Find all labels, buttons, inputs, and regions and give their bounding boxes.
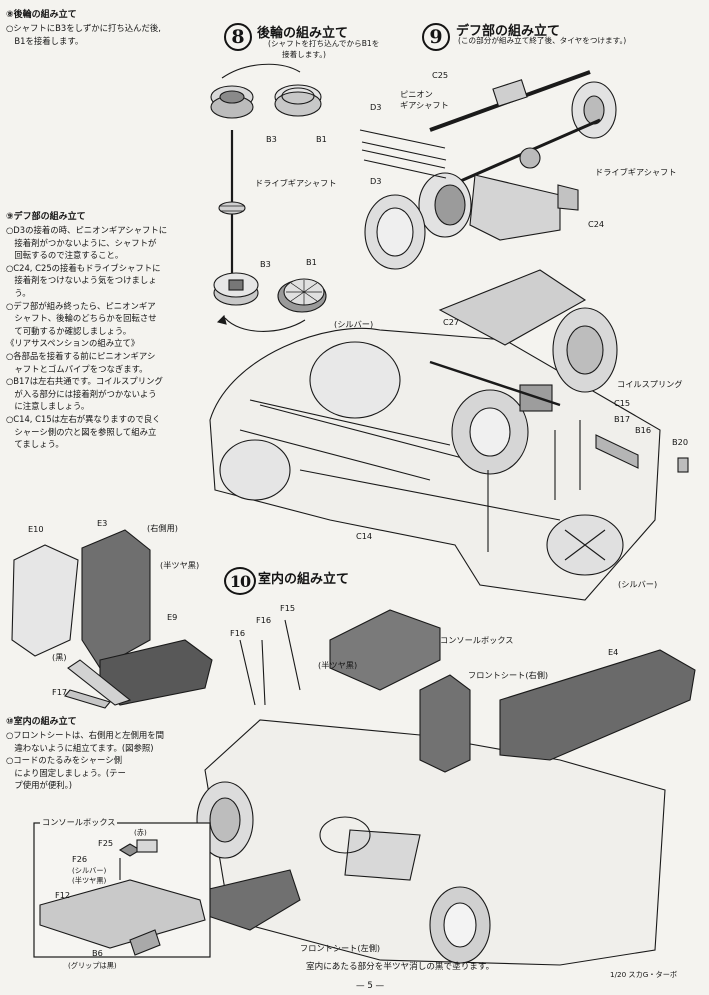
part-label-drive-shaft: ドライブギアシャフト: [595, 167, 677, 177]
paint-label-silver: (シルバー): [618, 579, 658, 589]
step9-note-line: 《リアサスペンションの組み立て》: [6, 338, 140, 349]
step9-diff-diagram: [359, 70, 617, 270]
step10-note-line: ○フロントシートは、右側用と左側用を間: [6, 730, 165, 740]
part-label-b3: B3: [266, 134, 277, 144]
paint-label-black: (黒): [52, 652, 67, 662]
step10-note-line: プ使用が便利。): [6, 780, 73, 791]
part-label-front-seat-right: フロントシート(右側): [468, 670, 549, 680]
step8-notes-title: ⑧後輪の組み立て: [6, 10, 77, 20]
paint-label-grip: (グリップは黒): [68, 961, 117, 970]
console-inset-title: コンソールボックス: [40, 816, 118, 828]
step8-subtitle: 接着します。): [282, 50, 326, 59]
step8-wheel-diagram: [210, 63, 327, 332]
part-label-b1: B1: [306, 257, 317, 267]
part-label-console-box: コンソールボックス: [440, 635, 514, 645]
step10-note-line: ○コードのたるみをシャーシ側: [6, 755, 123, 766]
step8-number: 8: [224, 23, 252, 51]
step9-note-line: 接着剤をつけないよう気をつけましょ: [6, 275, 157, 286]
part-label-b20: B20: [672, 437, 689, 447]
part-label-d3: D3: [370, 102, 382, 112]
paint-label-semi-gloss: (半ツヤ黒): [72, 876, 107, 885]
step9-note-line: ○C14, C15は左右が異なりますので良く: [6, 413, 161, 424]
step9-notes: ⑨デフ部の組み立て ○D3の接着の時、ピニオンギアシャフトに 接着剤がつかないよ…: [6, 211, 167, 451]
step9-note-line: に注意しましょう。: [6, 401, 90, 412]
part-label-e9: E9: [167, 612, 178, 622]
part-label-c27: C27: [443, 317, 460, 327]
step9-note-line: シャフト、後輪のどちらかを回転させ: [6, 313, 157, 324]
footer-paint-note: 室内にあたる部分を半ツヤ消しの黒で塗ります。: [306, 962, 495, 972]
part-label-drive-shaft: ドライブギアシャフト: [255, 178, 337, 188]
chassis-underside-diagram: [209, 269, 689, 601]
part-label-f16: F16: [256, 615, 272, 625]
part-label-d3: D3: [370, 176, 382, 186]
step9-note-line: ○D3の接着の時、ピニオンギアシャフトに: [6, 225, 168, 235]
step8-title: 後輪の組み立て: [257, 26, 349, 41]
step9-note-line: シャーシ側の穴と図を参照して組み立: [6, 426, 157, 437]
step9-note-line: ○各部品を接着する前にピニオンギアシ: [6, 350, 156, 361]
step9-note-line: ○デフ部が組み終ったら、ピニオンギア: [6, 300, 156, 311]
part-label-f17: F17: [52, 687, 68, 697]
step10-title: 室内の組み立て: [258, 572, 350, 587]
step8-subtitle: (シャフトを打ち込んでからB1を: [268, 39, 380, 48]
step10-note-line: 違わないように組立てます。(図参照): [6, 742, 154, 753]
step10-notes-title: ⑩室内の組み立て: [6, 717, 77, 727]
step9-note-line: 回転するので注意すること。: [6, 250, 124, 261]
step9-note-line: う。: [6, 287, 31, 298]
part-label-b1: B1: [316, 134, 327, 144]
step9-note-line: 接着剤がつかないように、シャフトが: [6, 237, 157, 248]
part-label-f25: F25: [98, 838, 114, 848]
interior-chassis-diagram: [196, 609, 696, 966]
step9-title: デフ部の組み立て: [456, 24, 561, 39]
part-label-c24: C24: [588, 219, 605, 229]
step9-number: 9: [422, 23, 450, 51]
step8-note-line: B1を接着します。: [6, 35, 84, 46]
paint-label-semi-gloss: (半ツヤ黒): [318, 660, 358, 670]
step10-notes: ⑩室内の組み立て ○フロントシートは、右側用と左側用を間 違わないように組立てま…: [6, 716, 164, 792]
part-label-f26: F26: [72, 854, 88, 864]
part-label-pinion: ピニオン: [400, 89, 433, 99]
part-label-c14: C14: [356, 531, 373, 541]
step10-note-line: により固定しましょう。(テー: [6, 767, 126, 778]
part-label-f15: F15: [280, 603, 296, 613]
step10-number: 10: [224, 567, 256, 595]
part-label-b6: B6: [92, 948, 103, 958]
seat-parts-diagram: [11, 529, 213, 709]
part-label-c15: C15: [614, 398, 631, 408]
paint-label-red: (赤): [134, 828, 147, 837]
part-label-e10: E10: [28, 524, 44, 534]
console-inset-diagram: [39, 839, 206, 956]
part-label-e3: E3: [97, 518, 108, 528]
step9-subtitle: (この部分が組み立て終了後、タイヤをつけます。): [458, 36, 627, 45]
step9-notes-title: ⑨デフ部の組み立て: [6, 212, 86, 222]
step9-note-line: が入る部分には接着剤がつかないよう: [6, 388, 157, 399]
part-label-f16: F16: [230, 628, 246, 638]
seat-label-right-use: (右側用): [147, 523, 178, 533]
step9-note-line: ャフトとゴムパイプをつなぎます。: [6, 363, 148, 374]
part-label-c25: C25: [432, 70, 449, 80]
part-label-b16: B16: [635, 425, 652, 435]
footer-model-name: 1/20 スカG・ターボ: [610, 970, 678, 979]
part-label-coil-spring: コイルスプリング: [617, 379, 683, 389]
part-label-e4: E4: [608, 647, 619, 657]
part-label-b17: B17: [614, 414, 631, 424]
step9-note-line: ○C24, C25の接着もドライブシャフトに: [6, 262, 161, 273]
paint-label-silver: (シルバー): [72, 866, 107, 875]
paint-label-semi-gloss: (半ツヤ黒): [160, 560, 200, 570]
step9-note-line: ○B17は左右共通です。コイルスプリング: [6, 376, 163, 387]
part-label-front-seat-left: フロントシート(左側): [300, 943, 381, 953]
part-label-pinion: ギアシャフト: [400, 100, 449, 110]
step8-note-line: ○シャフトにB3をしずかに打ち込んだ後,: [6, 23, 161, 33]
page-number: — 5 —: [356, 981, 385, 991]
paint-label-silver: (シルバー): [334, 319, 374, 329]
step9-note-line: て可動するか確認しましょう。: [6, 325, 132, 336]
step8-notes: ⑧後輪の組み立て ○シャフトにB3をしずかに打ち込んだ後, B1を接着します。: [6, 9, 161, 47]
step9-note-line: てましょう。: [6, 439, 64, 450]
part-label-f12: F12: [55, 890, 71, 900]
part-label-b3: B3: [260, 259, 271, 269]
